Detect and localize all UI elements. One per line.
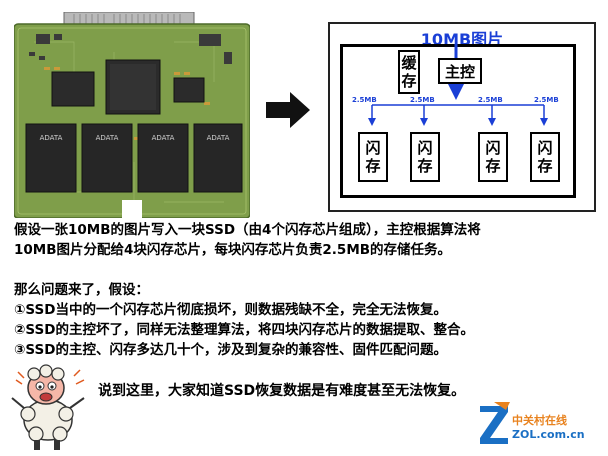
logo-english-text: ZOL.com.cn <box>512 428 585 441</box>
controller-box: 主控 <box>438 58 482 84</box>
ssd-board-image: ADATA ADATA ADATA ADATA <box>14 12 250 218</box>
cache-char-2: 存 <box>401 72 417 90</box>
chunk-label-1: 2.5MB <box>352 96 377 104</box>
flash-3-char-1: 闪 <box>485 139 501 157</box>
problem-item-1: ①SSD当中的一个闪存芯片彻底损坏，则数据残缺不全，完全无法恢复。 <box>14 302 447 318</box>
chip-brand-4: ADATA <box>207 134 230 142</box>
zol-logo-mark-icon <box>480 402 510 444</box>
ssd-write-diagram: 10MB图片 缓 存 主控 2.5MB 2.5MB 2.5MB 2.5MB 闪 … <box>328 22 596 212</box>
chunk-label-3: 2.5MB <box>478 96 503 104</box>
cache-char-1: 缓 <box>401 54 417 72</box>
flash-4-char-1: 闪 <box>537 139 553 157</box>
flash-box-4: 闪 存 <box>530 132 560 182</box>
flash-2-char-2: 存 <box>417 157 433 175</box>
sheep-mascot-image <box>11 364 85 450</box>
chunk-label-4: 2.5MB <box>534 96 559 104</box>
flash-4-char-2: 存 <box>537 157 553 175</box>
flash-box-3: 闪 存 <box>478 132 508 182</box>
cache-chip <box>51 71 95 107</box>
problem-intro: 那么问题来了，假设： <box>14 282 149 298</box>
flash-1-char-1: 闪 <box>365 139 381 157</box>
summary-text: 说到这里，大家知道SSD恢复数据是有难度甚至无法恢复。 <box>98 383 466 399</box>
arrow-right-icon <box>266 92 310 128</box>
flash-chip-3: ADATA <box>137 123 189 193</box>
problem-item-3: ③SSD的主控、闪存多达几十个，涉及到复杂的兼容性、固件匹配问题。 <box>14 342 447 358</box>
flash-box-1: 闪 存 <box>358 132 388 182</box>
paragraph-1-line-2: 10MB图片分配给4块闪存芯片，每块闪存芯片负责2.5MB的存储任务。 <box>14 242 452 258</box>
diagram-arrows <box>368 44 548 126</box>
chunk-label-2: 2.5MB <box>410 96 435 104</box>
cache-box: 缓 存 <box>398 50 420 94</box>
paragraph-1-line-1: 假设一张10MB的图片写入一块SSD（由4个闪存芯片组成），主控根据算法将 <box>14 222 481 238</box>
flash-chip-4: ADATA <box>193 123 243 193</box>
zol-logo: 中关村在线 ZOL.com.cn <box>476 402 602 450</box>
flash-chip-1: ADATA <box>25 123 77 193</box>
problem-item-2: ②SSD的主控坏了，同样无法整理算法，将四块闪存芯片的数据提取、整合。 <box>14 322 474 338</box>
chip-brand-1: ADATA <box>40 134 63 142</box>
chip-brand-2: ADATA <box>96 134 119 142</box>
flash-3-char-2: 存 <box>485 157 501 175</box>
explanation-text: 假设一张10MB的图片写入一块SSD（由4个闪存芯片组成），主控根据算法将 10… <box>14 220 600 360</box>
flash-1-char-2: 存 <box>365 157 381 175</box>
flash-chip-2: ADATA <box>81 123 133 193</box>
chip-brand-3: ADATA <box>152 134 175 142</box>
flash-2-char-1: 闪 <box>417 139 433 157</box>
flash-box-2: 闪 存 <box>410 132 440 182</box>
logo-chinese-text: 中关村在线 <box>512 414 567 427</box>
